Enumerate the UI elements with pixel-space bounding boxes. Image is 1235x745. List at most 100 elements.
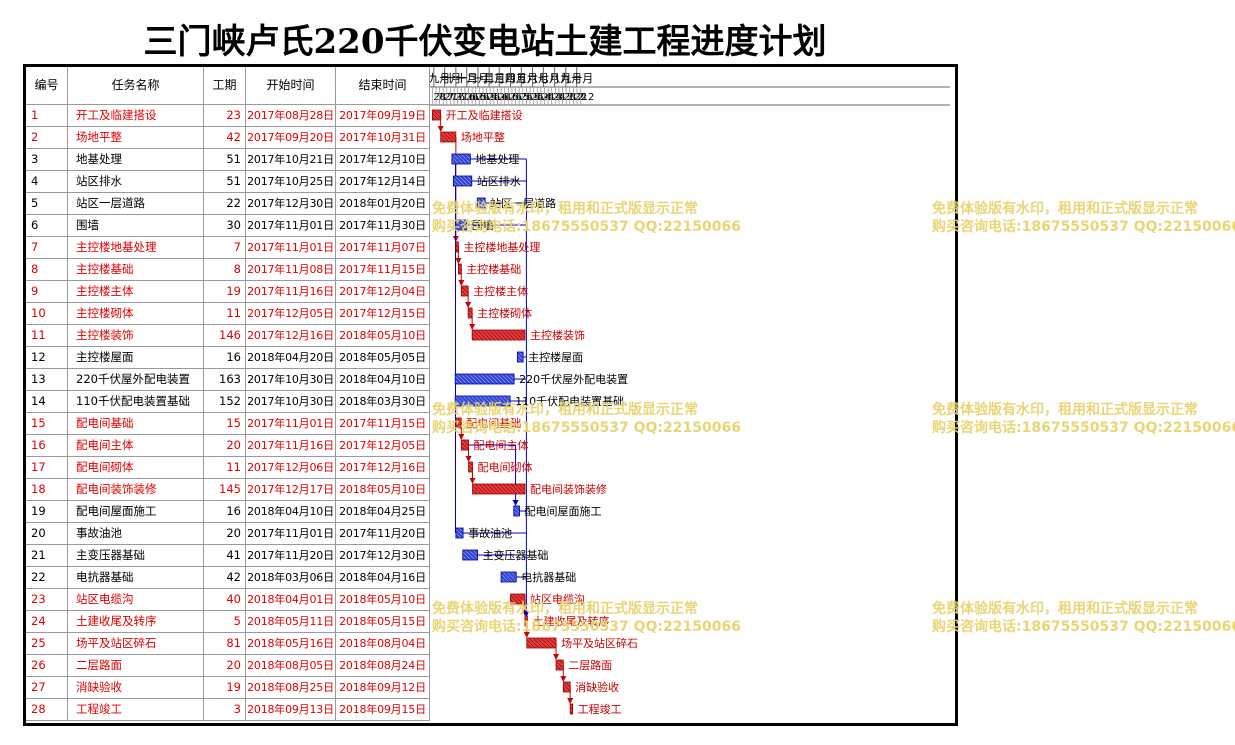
task-bar-label: 开工及临建搭设: [446, 108, 523, 122]
task-name: 主控楼装饰: [68, 325, 204, 347]
task-bar-label: 站区排水: [477, 174, 521, 188]
task-bar-label: 主控楼基础: [466, 262, 521, 276]
task-duration: 81: [204, 633, 246, 655]
task-id: 27: [26, 677, 68, 699]
task-end-date: 2017年10月31日: [336, 127, 430, 149]
header-duration: 工期: [204, 67, 246, 105]
task-name: 站区一层道路: [68, 193, 204, 215]
task-end-date: 2018年05月10日: [336, 325, 430, 347]
task-end-date: 2017年11月30日: [336, 215, 430, 237]
task-start-date: 2017年10月30日: [246, 369, 336, 391]
task-start-date: 2017年12月17日: [246, 479, 336, 501]
task-bar-label: 场地平整: [461, 130, 505, 144]
task-bar: [460, 285, 469, 297]
task-bar: [452, 175, 473, 187]
task-start-date: 2017年11月08日: [246, 259, 336, 281]
task-start-date: 2018年05月11日: [246, 611, 336, 633]
watermark: 免费体验版有水印，租用和正式版显示正常 购买咨询电话:18675550537 Q…: [932, 600, 1235, 636]
task-end-date: 2018年05月15日: [336, 611, 430, 633]
task-bar: [451, 153, 471, 165]
header-end-date: 结束时间: [336, 67, 430, 105]
task-bar-label: 站区电缆沟: [530, 592, 585, 606]
task-id: 24: [26, 611, 68, 633]
task-end-date: 2017年12月30日: [336, 545, 430, 567]
task-start-date: 2017年12月16日: [246, 325, 336, 347]
task-bar: [476, 197, 486, 209]
task-bar-label: 主变压器基础: [483, 548, 549, 562]
watermark-line: 免费体验版有水印，租用和正式版显示正常: [932, 201, 1198, 217]
task-id: 20: [26, 523, 68, 545]
task-start-date: 2017年11月20日: [246, 545, 336, 567]
task-end-date: 2018年09月15日: [336, 699, 430, 721]
task-id: 15: [26, 413, 68, 435]
task-end-date: 2017年11月15日: [336, 259, 430, 281]
task-bar-label: 110千伏配电装置基础: [515, 394, 624, 408]
task-duration: 20: [204, 435, 246, 457]
task-bar: [562, 681, 571, 693]
task-id: 5: [26, 193, 68, 215]
task-id: 9: [26, 281, 68, 303]
task-duration: 22: [204, 193, 246, 215]
task-id: 17: [26, 457, 68, 479]
task-bar-label: 配电间屋面施工: [525, 505, 602, 518]
task-id: 22: [26, 567, 68, 589]
task-start-date: 2017年09月20日: [246, 127, 336, 149]
task-duration: 20: [204, 655, 246, 677]
dependency-link: [468, 444, 519, 506]
task-start-date: 2017年12月05日: [246, 303, 336, 325]
task-duration: 42: [204, 567, 246, 589]
task-end-date: 2018年01月20日: [336, 193, 430, 215]
day-tick-label: 4: [491, 92, 497, 103]
task-start-date: 2018年08月25日: [246, 677, 336, 699]
task-id: 14: [26, 391, 68, 413]
task-duration: 3: [204, 699, 246, 721]
task-end-date: 2017年11月20日: [336, 523, 430, 545]
task-end-date: 2017年09月19日: [336, 105, 430, 127]
task-name: 二层路面: [68, 655, 204, 677]
task-bar-label: 主控楼砌体: [477, 306, 532, 320]
task-duration: 16: [204, 347, 246, 369]
task-name: 站区电缆沟: [68, 589, 204, 611]
task-name: 电抗器基础: [68, 567, 204, 589]
task-duration: 8: [204, 259, 246, 281]
task-bar: [462, 549, 478, 561]
month-label: 九月: [430, 72, 450, 85]
task-bar: [454, 373, 515, 385]
task-bar-label: 配电间装饰装修: [530, 482, 607, 496]
task-id: 12: [26, 347, 68, 369]
day-tick-label: 4: [545, 92, 551, 103]
task-bar-label: 220千伏屋外配电装置: [519, 372, 628, 386]
day-tick-label: 2: [567, 92, 573, 103]
task-bar: [569, 703, 574, 715]
task-end-date: 2018年03月30日: [336, 391, 430, 413]
task-duration: 51: [204, 171, 246, 193]
task-start-date: 2018年04月20日: [246, 347, 336, 369]
task-name: 主控楼地基处理: [68, 237, 204, 259]
watermark-line: 免费体验版有水印，租用和正式版显示正常: [932, 402, 1198, 418]
task-bar: [458, 263, 462, 275]
watermark: 免费体验版有水印，租用和正式版显示正常 购买咨询电话:18675550537 Q…: [932, 401, 1235, 437]
task-end-date: 2018年05月10日: [336, 479, 430, 501]
task-bar-label: 主控楼主体: [473, 284, 528, 298]
task-duration: 20: [204, 523, 246, 545]
task-id: 23: [26, 589, 68, 611]
task-bar: [460, 439, 469, 451]
task-end-date: 2018年04月25日: [336, 501, 430, 523]
task-id: 26: [26, 655, 68, 677]
task-start-date: 2018年04月10日: [246, 501, 336, 523]
watermark-line: 购买咨询电话:18675550537 QQ:22150066: [932, 619, 1235, 635]
task-id: 2: [26, 127, 68, 149]
task-bar: [472, 483, 526, 495]
task-id: 4: [26, 171, 68, 193]
task-bar: [526, 637, 557, 649]
task-id: 8: [26, 259, 68, 281]
task-start-date: 2017年12月06日: [246, 457, 336, 479]
task-bar: [455, 417, 462, 429]
watermark-line: 免费体验版有水印，租用和正式版显示正常: [432, 601, 698, 617]
day-tick-label: 7: [448, 92, 454, 103]
task-bar: [455, 527, 464, 539]
task-duration: 41: [204, 545, 246, 567]
task-duration: 5: [204, 611, 246, 633]
task-name: 配电间砌体: [68, 457, 204, 479]
task-bar: [455, 219, 468, 231]
